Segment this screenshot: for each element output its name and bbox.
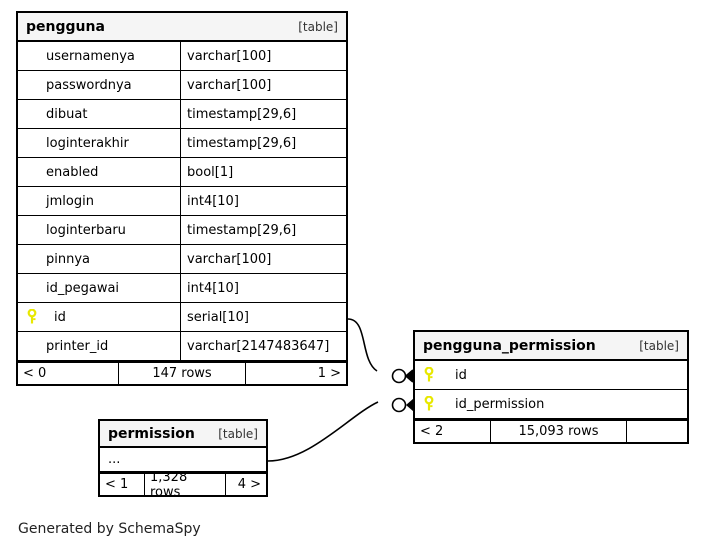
column-name-cell: printer_id [18,332,180,360]
column-type-label: varchar[2147483647] [187,338,330,354]
column-type-cell: varchar[100] [180,42,346,70]
next-relations-count[interactable] [627,421,687,442]
column-name-cell: jmlogin [18,187,180,215]
relationship-permission-to-pengguna-permission [267,397,414,462]
column-label: ... [108,452,121,467]
column-name-cell: loginterbaru [18,216,180,244]
column-label: jmlogin [46,193,94,209]
column-type-label: varchar[100] [187,77,272,93]
column-type-label: timestamp[29,6] [187,135,297,151]
table-pengguna-title: pengguna [26,18,105,35]
next-relations-count[interactable]: 4 > [237,477,261,492]
table-pengguna-permission-footer: < 2 15,093 rows [415,419,687,442]
table-pengguna-permission-kind: [table] [639,338,679,353]
table-row[interactable]: id_permission [415,390,687,419]
column-name-cell: id [415,361,687,389]
table-row[interactable]: pinnya varchar[100] [18,245,346,274]
next-relations-count[interactable]: 1 > [317,366,341,381]
column-name-cell: id_permission [415,390,687,418]
column-name-cell: loginterakhir [18,129,180,157]
column-label: enabled [46,164,99,180]
column-type-label: int4[10] [187,280,239,296]
column-type-cell: varchar[100] [180,245,346,273]
column-type-cell: varchar[100] [180,71,346,99]
row-count: 15,093 rows [490,421,627,442]
column-type-cell: timestamp[29,6] [180,129,346,157]
table-row[interactable]: id_pegawai int4[10] [18,274,346,303]
row-count: 1,328 rows [144,470,226,500]
column-label: id_permission [455,396,545,412]
column-type-label: timestamp[29,6] [187,222,297,238]
table-pengguna-header: pengguna [table] [18,13,346,42]
column-label: id_pegawai [46,280,120,296]
column-type-label: bool[1] [187,164,234,180]
table-pengguna[interactable]: pengguna [table] usernamenya varchar[100… [16,11,348,386]
column-type-cell: serial[10] [180,303,346,331]
relationship-pengguna-to-pengguna-permission [347,318,414,384]
column-label: id [54,309,66,325]
table-row[interactable]: ... [100,448,266,472]
column-label: usernamenya [46,48,135,64]
table-row[interactable]: dibuat timestamp[29,6] [18,100,346,129]
column-type-label: timestamp[29,6] [187,106,297,122]
column-type-label: serial[10] [187,309,249,325]
primary-key-icon [423,396,435,412]
column-type-cell: timestamp[29,6] [180,100,346,128]
table-row[interactable]: loginterakhir timestamp[29,6] [18,129,346,158]
primary-key-icon [26,309,38,325]
column-label: passwordnya [46,77,132,93]
column-name-cell: dibuat [18,100,180,128]
column-label: loginterakhir [46,135,129,151]
table-row[interactable]: id [415,361,687,390]
column-name-cell: enabled [18,158,180,186]
table-permission-footer: < 1 1,328 rows 4 > [100,470,266,500]
column-type-label: int4[10] [187,193,239,209]
table-permission-title: permission [108,425,195,442]
column-label: dibuat [46,106,88,122]
generated-by-credit: Generated by SchemaSpy [18,521,201,537]
column-name-cell: passwordnya [18,71,180,99]
table-pengguna-footer: < 0 147 rows 1 > [18,361,346,384]
primary-key-icon [423,367,435,383]
column-name-cell: id_pegawai [18,274,180,302]
table-permission[interactable]: permission [table] ... < 1 1,328 rows 4 … [98,419,268,500]
table-pengguna-kind: [table] [298,19,338,34]
column-type-cell: int4[10] [180,187,346,215]
prev-relations-count[interactable]: < 2 [420,424,444,439]
column-label: pinnya [46,251,91,267]
column-type-label: varchar[100] [187,48,272,64]
column-type-label: varchar[100] [187,251,272,267]
column-name-cell: pinnya [18,245,180,273]
column-type-cell: timestamp[29,6] [180,216,346,244]
table-row[interactable]: passwordnya varchar[100] [18,71,346,100]
table-row[interactable]: usernamenya varchar[100] [18,42,346,71]
table-row[interactable]: enabled bool[1] [18,158,346,187]
row-count: 147 rows [118,363,246,384]
column-type-cell: bool[1] [180,158,346,186]
prev-relations-count[interactable]: < 0 [23,366,47,381]
column-name-cell: id [18,303,180,331]
table-row[interactable]: jmlogin int4[10] [18,187,346,216]
column-label: printer_id [46,338,109,354]
table-permission-header: permission [table] [100,421,266,448]
table-row[interactable]: id serial[10] [18,303,346,332]
column-name-cell: usernamenya [18,42,180,70]
table-pengguna-permission-title: pengguna_permission [423,337,596,354]
table-row[interactable]: printer_id varchar[2147483647] [18,332,346,361]
prev-relations-count[interactable]: < 1 [105,477,129,492]
table-pengguna-permission[interactable]: pengguna_permission [table] id [413,330,689,444]
column-label: id [455,367,467,383]
column-type-cell: int4[10] [180,274,346,302]
table-permission-kind: [table] [218,426,258,441]
column-name-cell: ... [100,448,266,471]
column-label: loginterbaru [46,222,126,238]
table-row[interactable]: loginterbaru timestamp[29,6] [18,216,346,245]
table-pengguna-permission-header: pengguna_permission [table] [415,332,687,361]
column-type-cell: varchar[2147483647] [180,332,346,360]
